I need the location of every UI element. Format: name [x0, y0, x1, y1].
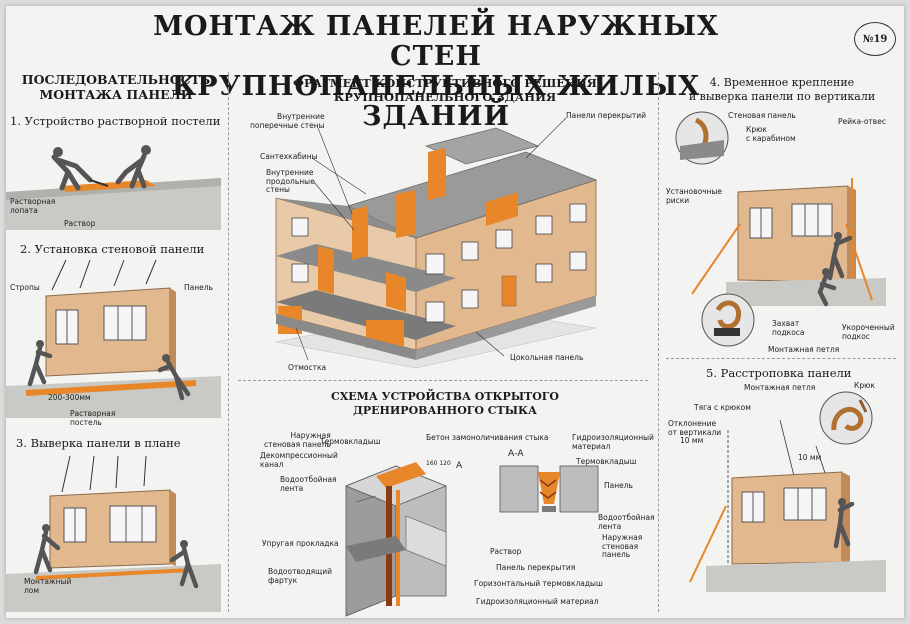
- divider-right-mid: [666, 358, 896, 359]
- step5-heading: 5. Расстроповка панели: [706, 366, 852, 380]
- divider-center: [238, 380, 648, 381]
- label-horizontal-thermo: Горизонтальный термовкладыш: [474, 579, 603, 588]
- building-illustration: [275, 117, 598, 369]
- label-mortar-joint: Раствор: [490, 547, 522, 556]
- step4-line-2: и выверка панели по вертикали: [688, 90, 876, 103]
- step5-illustration: [689, 391, 886, 592]
- step1-illustration: [6, 145, 221, 230]
- step2-heading: 2. Установка стеновой панели: [20, 242, 205, 256]
- divider-right: [658, 72, 659, 612]
- label-cut-mark-a: А: [456, 461, 463, 471]
- step3-heading: 3. Выверка панели в плане: [16, 436, 181, 450]
- label-panel-aa: Панель: [604, 481, 633, 490]
- label-section-aa: А-А: [508, 449, 524, 459]
- step2-illustration: [6, 259, 221, 418]
- step4-illustration: [675, 111, 886, 347]
- center-title-line-2: КРУПНОПАНЕЛЬНОГО ЗДАНИЯ: [333, 90, 557, 104]
- left-section-title: ПОСЛЕДОВАТЕЛЬНОСТЬ МОНТАЖА ПАНЕЛИ: [10, 72, 222, 102]
- label-joint-concrete: Бетон замоноличивания стыка: [426, 433, 549, 442]
- left-title-line-2: МОНТАЖА ПАНЕЛИ: [39, 87, 193, 102]
- title-line-1: МОНТАЖ ПАНЕЛЕЙ НАРУЖНЫХ СТЕН: [153, 11, 719, 72]
- label-plinth-panel: Цокольная панель: [510, 353, 584, 362]
- label-slings: Стропы: [10, 283, 40, 292]
- step4-heading: 4. Временное крепление и выверка панели …: [666, 76, 898, 104]
- step3-illustration: [6, 455, 221, 612]
- label-dimension-10mm: 10 мм: [798, 453, 822, 462]
- label-floor-panels: Панели перекрытий: [566, 111, 647, 120]
- label-wall-panel: Стеновая панель: [728, 111, 796, 120]
- step1-heading: 1. Устройство растворной постели: [10, 114, 221, 128]
- label-hook-5: Крюк: [854, 381, 875, 390]
- joint-section-title: СХЕМА УСТРОЙСТВА ОТКРЫТОГО ДРЕНИРОВАННОГ…: [242, 390, 648, 418]
- joint-title-line-2: ДРЕНИРОВАННОГО СТЫКА: [353, 404, 537, 417]
- poster: МОНТАЖ ПАНЕЛЕЙ НАРУЖНЫХ СТЕН КРУПНОПАНЕЛ…: [6, 6, 904, 618]
- center-title-line-1: ФРАГМЕНТ КОНСТРУКТИВНОГО РЕШЕНИЯ: [293, 76, 597, 90]
- label-hydro-bottom: Гидроизоляционный материал: [476, 597, 599, 606]
- label-dimensions: 160 120: [426, 460, 451, 467]
- joint-title-line-1: СХЕМА УСТРОЙСТВА ОТКРЫТОГО: [331, 390, 559, 403]
- divider-left: [228, 72, 229, 612]
- label-gap: 200-300мм: [48, 393, 91, 402]
- poster-title: МОНТАЖ ПАНЕЛЕЙ НАРУЖНЫХ СТЕН КРУПНОПАНЕЛ…: [126, 12, 746, 132]
- joint-3d-illustration: [344, 462, 448, 617]
- label-elastic-gasket: Упругая прокладка: [262, 539, 339, 548]
- label-mounting-loop: Монтажная петля: [768, 345, 840, 354]
- label-thermo-insert: Термовкладыш: [320, 437, 381, 446]
- joint-section-aa: [499, 465, 599, 513]
- label-rod-with-hook: Тяга с крюком: [694, 403, 751, 412]
- poster-number-badge: №19: [854, 22, 896, 56]
- label-floor-panel: Панель перекрытия: [496, 563, 576, 572]
- label-sanitary-cabins: Сантехкабины: [260, 152, 318, 161]
- label-otmostka: Отмостка: [288, 363, 327, 372]
- label-thermo-insert-2: Термовкладыш: [576, 457, 637, 466]
- left-title-line-1: ПОСЛЕДОВАТЕЛЬНОСТЬ: [21, 72, 211, 87]
- label-mortar: Раствор: [64, 219, 96, 228]
- label-mounting-loop-5: Монтажная петля: [744, 383, 816, 392]
- title-line-2: КРУПНОПАНЕЛЬНЫХ ЖИЛЫХ ЗДАНИЙ: [171, 71, 701, 132]
- label-panel: Панель: [184, 283, 213, 292]
- center-section-title: ФРАГМЕНТ КОНСТРУКТИВНОГО РЕШЕНИЯ КРУПНОП…: [242, 76, 648, 104]
- step4-line-1: 4. Временное крепление: [709, 76, 855, 89]
- label-plumb-rod: Рейка-отвес: [838, 117, 886, 126]
